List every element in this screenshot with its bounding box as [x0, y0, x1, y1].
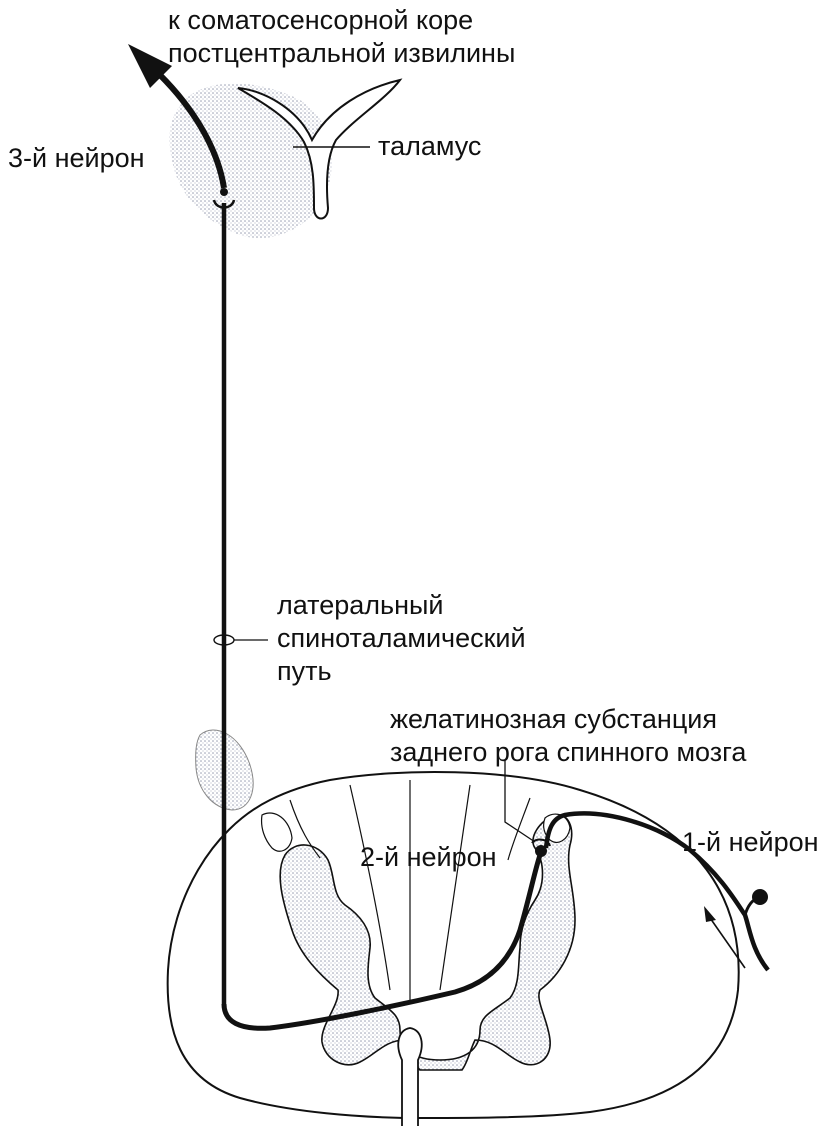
cortex-label-line-2: постцентральной извилины: [168, 37, 515, 70]
anterior-median-fissure: [398, 1028, 421, 1126]
thalamus-label: таламус: [378, 130, 481, 163]
neuron3-label: 3-й нейрон: [8, 142, 145, 175]
first-neuron-cell-body: [752, 889, 768, 905]
gelatinosa-label-line-2: заднего рога спинного мозга: [390, 736, 746, 769]
cortex-label: к соматосенсорной коре постцентральной и…: [168, 4, 515, 70]
third-neuron-synapse: [220, 188, 228, 196]
thalamus-shaded-area: [169, 84, 332, 239]
tract-label-line-1: латеральный: [277, 589, 526, 622]
gelatinosa-label-line-1: желатинозная субстанция: [390, 703, 746, 736]
tract-label-line-2: спиноталамический: [277, 622, 526, 655]
neuron1-label: 1-й нейрон: [682, 826, 819, 859]
tract-label: латеральный спиноталамический путь: [277, 589, 526, 688]
tract-label-line-3: путь: [277, 655, 526, 688]
neuron2-label: 2-й нейрон: [360, 841, 497, 874]
gelatinosa-label: желатинозная субстанция заднего рога спи…: [390, 703, 746, 769]
cortex-label-line-1: к соматосенсорной коре: [168, 4, 515, 37]
